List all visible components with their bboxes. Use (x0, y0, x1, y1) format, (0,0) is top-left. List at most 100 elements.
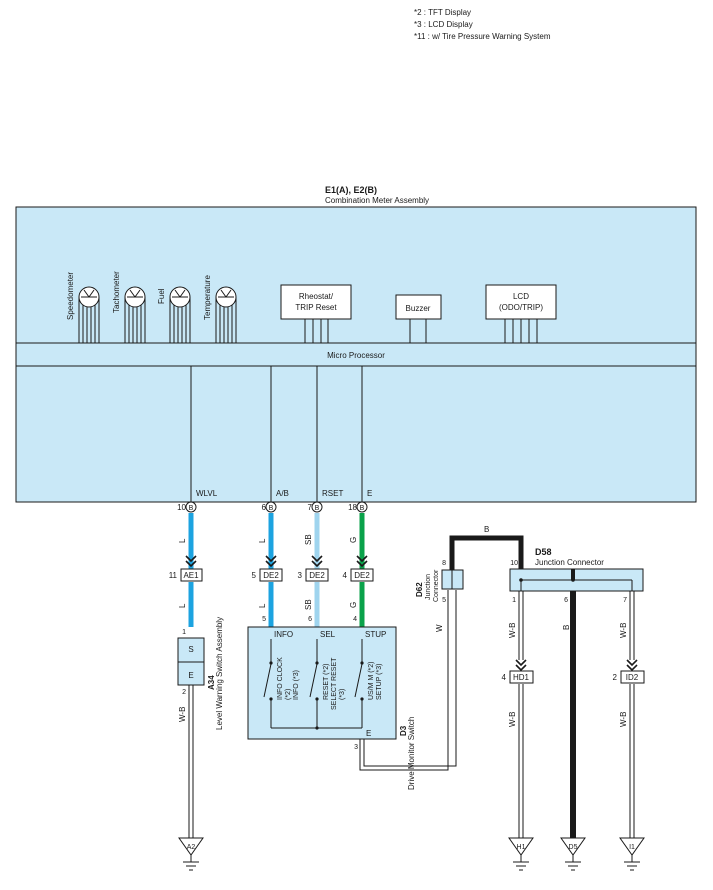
pin-label-wlvl: WLVL (196, 489, 218, 498)
svg-text:INFO CLOCK: INFO CLOCK (277, 657, 284, 700)
svg-text:L: L (258, 538, 267, 543)
svg-text:SEL: SEL (320, 630, 336, 639)
wire-label-b-top: B (484, 525, 489, 534)
svg-text:3: 3 (354, 744, 358, 751)
svg-text:DE2: DE2 (263, 571, 279, 580)
note-lcd: *3 : LCD Display (414, 20, 473, 29)
svg-text:STUP: STUP (365, 630, 386, 639)
svg-text:W-B: W-B (508, 623, 517, 638)
d3-name: Drive Monitor Switch (407, 717, 416, 790)
meter-name: Combination Meter Assembly (325, 196, 429, 205)
lcd-label-1: LCD (513, 292, 529, 301)
svg-text:E: E (366, 729, 371, 738)
ground-i1: I1 (619, 837, 645, 871)
svg-text:RESET (*2): RESET (*2) (323, 664, 330, 700)
svg-text:5: 5 (442, 597, 446, 604)
gauge-label-fuel: Fuel (157, 288, 166, 304)
gauge-tachometer: Tachometer (112, 271, 146, 343)
svg-text:DE2: DE2 (354, 571, 370, 580)
pin-label-ab: A/B (276, 489, 289, 498)
svg-text:W: W (435, 624, 444, 632)
buzzer-box (395, 294, 442, 320)
note-tft: *2 : TFT Display (414, 8, 471, 17)
svg-text:INFO: INFO (274, 630, 293, 639)
svg-text:SB: SB (304, 599, 313, 610)
ground-d5: D5 (560, 837, 586, 871)
rheostat-label-1: Rheostat/ (299, 292, 334, 301)
svg-text:A2: A2 (187, 844, 196, 851)
svg-text:G: G (349, 602, 358, 608)
gauge-speedometer: Speedometer (66, 272, 100, 343)
pin-label-rset: RSET (322, 489, 343, 498)
inline-connectors: AE1 11 DE2 5 DE2 3 DE2 4 (169, 568, 374, 582)
svg-text:DE2: DE2 (309, 571, 325, 580)
wires-colored (188, 513, 576, 850)
pin-num-e: 18 (348, 503, 357, 512)
lcd-label-2: (ODO/TRIP) (499, 303, 543, 312)
svg-text:5: 5 (252, 571, 257, 580)
svg-text:L: L (178, 538, 187, 543)
d58-name: Junction Connector (535, 558, 604, 567)
svg-text:(*3): (*3) (339, 689, 346, 700)
gauge-label-tachometer: Tachometer (112, 271, 121, 313)
svg-text:2: 2 (613, 673, 618, 682)
svg-text:3: 3 (298, 571, 303, 580)
svg-text:SB: SB (304, 534, 313, 545)
ground-h1: H1 (508, 837, 534, 871)
d62-code: D62 (415, 582, 424, 597)
svg-text:D5: D5 (569, 844, 578, 851)
id2-connector (620, 670, 645, 684)
pin-num-wlvl: 10 (177, 503, 186, 512)
svg-text:5: 5 (262, 616, 266, 623)
svg-text:4: 4 (343, 571, 348, 580)
drive-monitor-switch: 5 6 4 INFO SEL STUP INFO CLOCK (*2) INFO… (247, 616, 416, 790)
svg-text:S: S (188, 645, 193, 654)
a34-code: A34 (207, 675, 216, 690)
junction-connector-d62: 8 5 D62 Junction Connector (415, 560, 464, 604)
svg-text:W-B: W-B (619, 623, 628, 638)
gauge-label-speedometer: Speedometer (66, 272, 75, 320)
connector-chevrons (185, 555, 638, 672)
svg-text:1: 1 (182, 629, 186, 636)
svg-text:INFO (*3): INFO (*3) (293, 670, 300, 700)
buzzer-label: Buzzer (406, 304, 431, 313)
a34-name: Level Warning Switch Assembly (215, 617, 224, 730)
svg-text:Junction: Junction (425, 574, 432, 600)
note-tpws: *11 : w/ Tire Pressure Warning System (414, 32, 551, 41)
pin-label-e: E (367, 489, 372, 498)
lcd-box (485, 284, 557, 320)
svg-text:1: 1 (512, 597, 516, 604)
svg-text:B: B (315, 505, 320, 512)
meter-pins: B 10 B 6 B 7 B 18 (177, 501, 368, 513)
gauge-temperature: Temperature (203, 275, 237, 343)
svg-text:H1: H1 (517, 844, 526, 851)
notes: *2 : TFT Display *3 : LCD Display *11 : … (414, 8, 551, 41)
d3-code: D3 (399, 725, 408, 736)
svg-text:B: B (269, 505, 274, 512)
svg-text:10: 10 (510, 560, 518, 567)
svg-text:I1: I1 (629, 844, 635, 851)
svg-text:SELECT RESET: SELECT RESET (331, 657, 338, 710)
svg-text:6: 6 (564, 597, 568, 604)
svg-text:HD1: HD1 (513, 673, 530, 682)
svg-text:8: 8 (442, 560, 446, 567)
svg-text:L: L (258, 603, 267, 608)
svg-text:Connector: Connector (433, 569, 440, 602)
micro-processor-bar (15, 342, 697, 367)
micro-processor-label: Micro Processor (327, 351, 385, 360)
svg-text:6: 6 (308, 616, 312, 623)
svg-text:AE1: AE1 (183, 571, 199, 580)
svg-text:4: 4 (502, 673, 507, 682)
gauge-fuel: Fuel (157, 286, 191, 343)
svg-text:W-B: W-B (508, 712, 517, 727)
gauge-label-temperature: Temperature (203, 275, 212, 320)
svg-text:4: 4 (353, 616, 357, 623)
ground-a2: A2 (178, 837, 204, 871)
svg-text:W-B: W-B (619, 712, 628, 727)
rheostat-box (280, 284, 352, 320)
svg-text:11: 11 (169, 571, 178, 580)
svg-text:B: B (562, 625, 571, 630)
hd1-connector (509, 670, 534, 684)
d58-code: D58 (535, 547, 552, 557)
